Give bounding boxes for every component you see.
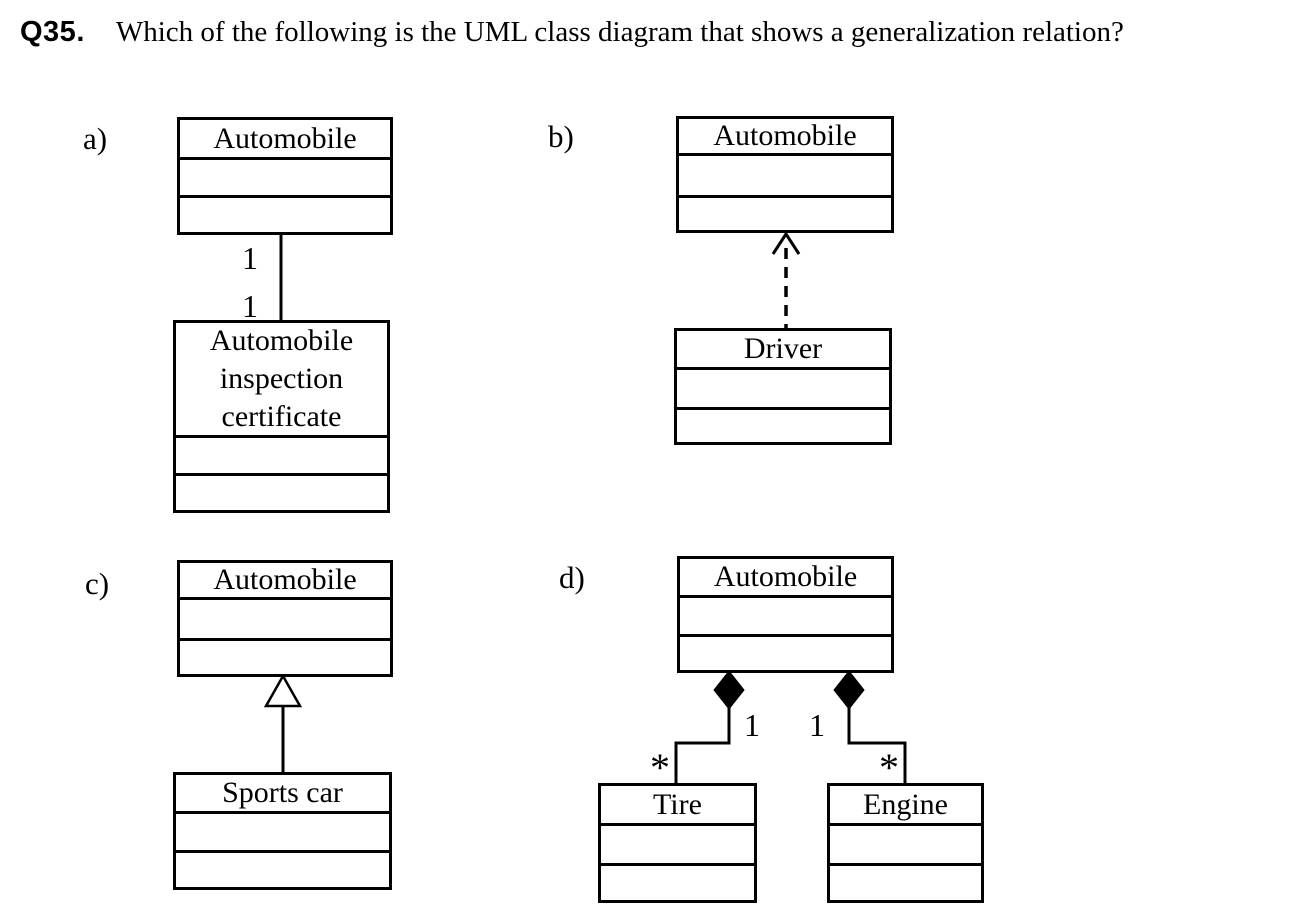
multiplicity-label-right-near: 1	[809, 707, 825, 743]
operations-compartment	[680, 637, 891, 670]
attributes-compartment	[677, 370, 889, 410]
option-d-label: d)	[559, 560, 585, 595]
attributes-compartment	[601, 826, 754, 866]
class-box-automobile-c: Automobile	[177, 560, 393, 677]
class-name: Engine	[830, 786, 981, 826]
generalization-triangle-icon	[263, 673, 303, 708]
operations-compartment	[180, 641, 390, 674]
dependency-arrowhead-icon	[771, 231, 801, 255]
class-box-inspection-certificate: Automobile inspection certificate	[173, 320, 390, 513]
multiplicity-label-right-far: *	[879, 745, 899, 790]
class-box-engine: Engine	[827, 783, 984, 903]
operations-compartment	[176, 476, 387, 510]
operations-compartment	[180, 198, 390, 232]
multiplicity-label-left-far: *	[650, 745, 670, 790]
class-name: Automobile	[679, 119, 891, 156]
class-name: Tire	[601, 786, 754, 826]
composition-line-left	[674, 706, 731, 785]
attributes-compartment	[679, 156, 891, 198]
class-name: Automobile inspection certificate	[176, 323, 387, 438]
operations-compartment	[830, 866, 981, 900]
option-c-label: c)	[85, 566, 110, 601]
attributes-compartment	[176, 814, 389, 853]
operations-compartment	[176, 853, 389, 887]
composition-diamond-right-icon	[833, 670, 865, 710]
class-name: Automobile	[180, 120, 390, 160]
attributes-compartment	[176, 438, 387, 476]
class-box-tire: Tire	[598, 783, 757, 903]
question-text: Which of the following is the UML class …	[115, 16, 1124, 48]
operations-compartment	[679, 198, 891, 230]
class-box-automobile-d: Automobile	[677, 556, 894, 673]
option-a-label: a)	[83, 121, 108, 156]
class-name: Automobile	[180, 563, 390, 600]
question-header: Q35. Which of the following is the UML c…	[20, 16, 1124, 49]
class-box-automobile-a: Automobile	[177, 117, 393, 235]
multiplicity-label-lower: 1	[242, 288, 258, 324]
multiplicity-label-upper: 1	[242, 240, 258, 276]
composition-diamond-left-icon	[713, 670, 745, 710]
class-box-automobile-b: Automobile	[676, 116, 894, 233]
class-name: Automobile	[680, 559, 891, 598]
class-box-driver: Driver	[674, 328, 892, 445]
operations-compartment	[677, 410, 889, 442]
attributes-compartment	[830, 826, 981, 866]
attributes-compartment	[180, 160, 390, 198]
question-number: Q35.	[20, 16, 85, 48]
class-name: Sports car	[176, 775, 389, 814]
option-b-label: b)	[548, 119, 574, 154]
attributes-compartment	[180, 600, 390, 641]
multiplicity-label-left-near: 1	[744, 707, 760, 743]
class-name: Driver	[677, 331, 889, 370]
class-box-sports-car: Sports car	[173, 772, 392, 890]
operations-compartment	[601, 866, 754, 900]
attributes-compartment	[680, 598, 891, 637]
